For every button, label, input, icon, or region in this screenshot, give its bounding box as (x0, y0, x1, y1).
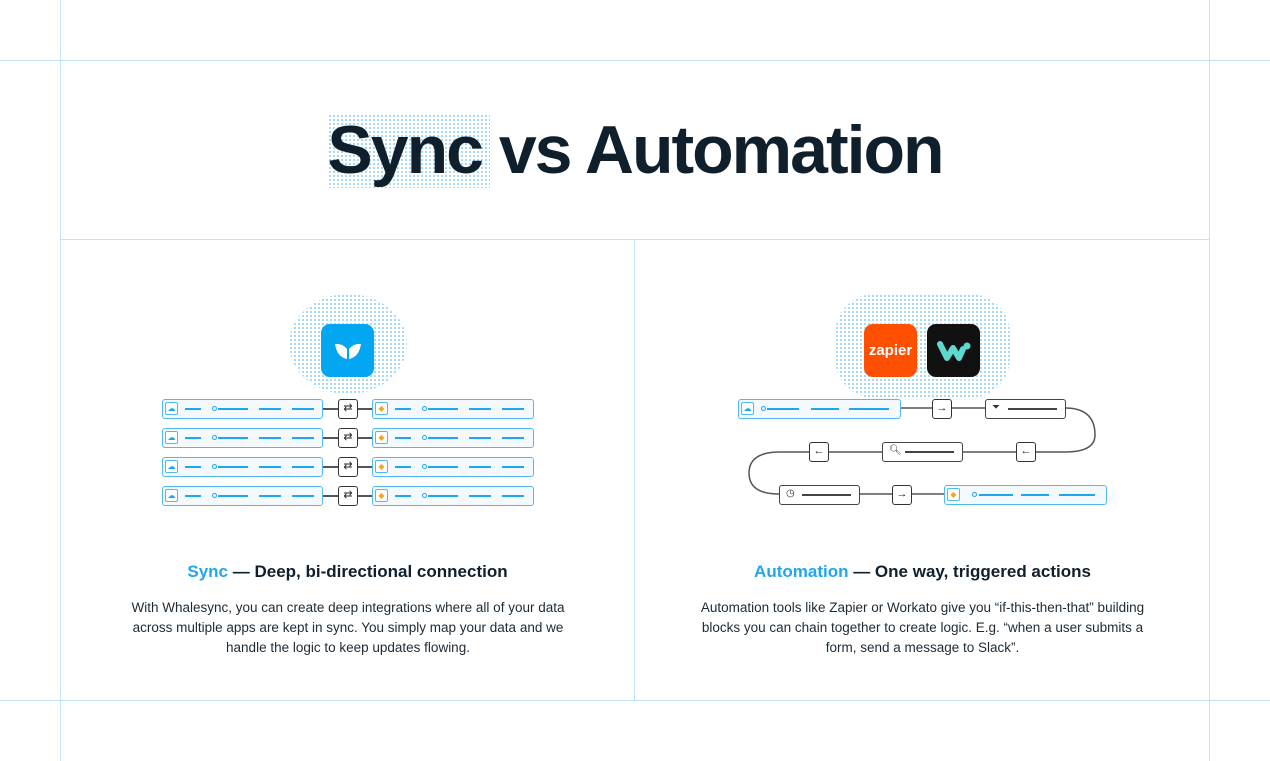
sync-description: With Whalesync, you can create deep inte… (131, 600, 565, 655)
airtable-record: ◆ (372, 457, 534, 477)
salesforce-record: ☁ (738, 399, 901, 419)
sync-arrows-icon: ⇄ (338, 486, 358, 506)
automation-heading-accent: Automation (754, 562, 849, 581)
filter-step: ⏷ (985, 399, 1066, 419)
whalesync-logo (321, 324, 374, 377)
airtable-icon: ◆ (375, 431, 388, 444)
salesforce-icon: ☁ (741, 402, 754, 415)
arrow-right-icon: → (892, 485, 912, 505)
salesforce-icon: ☁ (165, 460, 178, 473)
salesforce-record: ☁ (162, 486, 323, 506)
airtable-record: ◆ (944, 485, 1107, 505)
arrow-left-icon: ← (1016, 442, 1036, 462)
salesforce-icon: ☁ (165, 402, 178, 415)
grid-line (0, 60, 1270, 61)
airtable-icon: ◆ (375, 402, 388, 415)
page-title: Sync vs Automation (327, 112, 944, 188)
salesforce-record: ☁ (162, 399, 323, 419)
sync-heading-accent: Sync (187, 562, 229, 581)
salesforce-icon: ☁ (165, 431, 178, 444)
sync-heading: Sync — Deep, bi-directional connection (60, 562, 635, 582)
airtable-record: ◆ (372, 428, 534, 448)
sync-heading-text: — Deep, bi-directional connection (228, 562, 508, 581)
salesforce-record: ☁ (162, 428, 323, 448)
grid-line (1209, 0, 1210, 761)
arrow-left-icon: ← (809, 442, 829, 462)
airtable-icon: ◆ (375, 489, 388, 502)
automation-description: Automation tools like Zapier or Workato … (700, 600, 1145, 655)
sync-arrows-icon: ⇄ (338, 457, 358, 477)
airtable-record: ◆ (372, 486, 534, 506)
logo-dot-backdrop (835, 294, 1010, 398)
search-icon: 🔍︎ (889, 445, 902, 456)
airtable-icon: ◆ (947, 488, 960, 501)
filter-icon: ⏷ (992, 402, 1000, 413)
grid-line (634, 239, 635, 700)
grid-line (60, 0, 61, 761)
automation-heading: Automation — One way, triggered actions (635, 562, 1210, 582)
arrow-right-icon: → (932, 399, 952, 419)
airtable-record: ◆ (372, 399, 534, 419)
workato-logo (927, 324, 980, 377)
airtable-icon: ◆ (375, 460, 388, 473)
salesforce-record: ☁ (162, 457, 323, 477)
sync-arrows-icon: ⇄ (338, 399, 358, 419)
automation-heading-text: — One way, triggered actions (848, 562, 1091, 581)
zapier-logo: zapier (864, 324, 917, 377)
search-step: 🔍︎ (882, 442, 963, 462)
whalesync-icon (334, 343, 361, 359)
sync-arrows-icon: ⇄ (338, 428, 358, 448)
title-dot-highlight (328, 114, 490, 188)
clock-icon: ◷ (786, 488, 795, 499)
delay-step: ◷ (779, 485, 860, 505)
grid-line (0, 700, 1270, 701)
workato-icon (936, 340, 970, 361)
grid-line (60, 239, 1210, 240)
salesforce-icon: ☁ (165, 489, 178, 502)
